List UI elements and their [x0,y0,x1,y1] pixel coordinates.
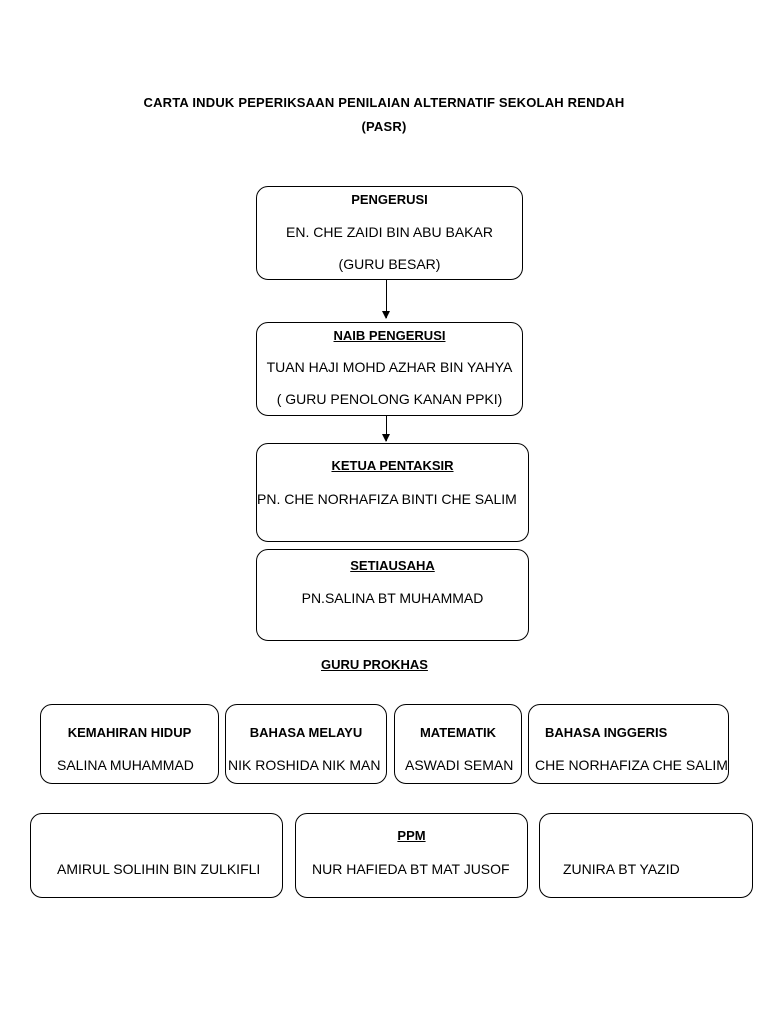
chart-title: CARTA INDUK PEPERIKSAAN PENILAIAN ALTERN… [143,95,625,110]
subject-box-matematik: MATEMATIK ASWADI SEMAN [394,704,522,784]
subject-label: KEMAHIRAN HIDUP [67,725,192,740]
ppm-member-box: AMIRUL SOLIHIN BIN ZULKIFLI [30,813,283,898]
ppm-member-box: ZUNIRA BT YAZID [539,813,753,898]
subject-label: MATEMATIK [419,725,497,740]
subject-teacher: ASWADI SEMAN [405,757,514,773]
vice-chairman-heading: NAIB PENGERUSI [333,328,446,343]
subject-box-bahasa-inggeris: BAHASA INGGERIS CHE NORHAFIZA CHE SALIM [528,704,729,784]
subject-box-kemahiran-hidup: KEMAHIRAN HIDUP SALINA MUHAMMAD [40,704,219,784]
teachers-heading: GURU PROKHAS [321,657,428,672]
chairman-role: (GURU BESAR) [338,256,441,272]
vice-chairman-name: TUAN HAJI MOHD AZHAR BIN YAHYA [266,359,513,375]
chart-subtitle: (PASR) [361,119,407,134]
chairman-name: EN. CHE ZAIDI BIN ABU BAKAR [286,224,493,240]
subject-teacher: SALINA MUHAMMAD [57,757,194,773]
head-assessor-heading: KETUA PENTAKSIR [331,458,454,473]
secretary-box: SETIAUSAHA PN.SALINA BT MUHAMMAD [256,549,529,641]
subject-teacher: NIK ROSHIDA NIK MAN [228,757,381,773]
connector-arrow [382,280,390,319]
ppm-heading: PPM [397,828,426,843]
ppm-member-name: NUR HAFIEDA BT MAT JUSOF [312,861,510,877]
head-assessor-name: PN. CHE NORHAFIZA BINTI CHE SALIM [257,491,517,507]
secretary-name: PN.SALINA BT MUHAMMAD [301,590,484,606]
ppm-member-name: AMIRUL SOLIHIN BIN ZULKIFLI [57,861,261,877]
head-assessor-box: KETUA PENTAKSIR PN. CHE NORHAFIZA BINTI … [256,443,529,542]
secretary-heading: SETIAUSAHA [350,558,435,573]
chairman-heading: PENGERUSI [351,192,428,207]
subject-label: BAHASA INGGERIS [545,725,668,740]
chairman-box: PENGERUSI EN. CHE ZAIDI BIN ABU BAKAR (G… [256,186,523,280]
ppm-box: PPM NUR HAFIEDA BT MAT JUSOF [295,813,528,898]
connector-arrow [382,416,390,442]
vice-chairman-box: NAIB PENGERUSI TUAN HAJI MOHD AZHAR BIN … [256,322,523,416]
vice-chairman-role: ( GURU PENOLONG KANAN PPKI) [276,391,503,407]
subject-box-bahasa-melayu: BAHASA MELAYU NIK ROSHIDA NIK MAN [225,704,387,784]
subject-label: BAHASA MELAYU [249,725,363,740]
ppm-member-name: ZUNIRA BT YAZID [563,861,680,877]
subject-teacher: CHE NORHAFIZA CHE SALIM [535,757,728,773]
